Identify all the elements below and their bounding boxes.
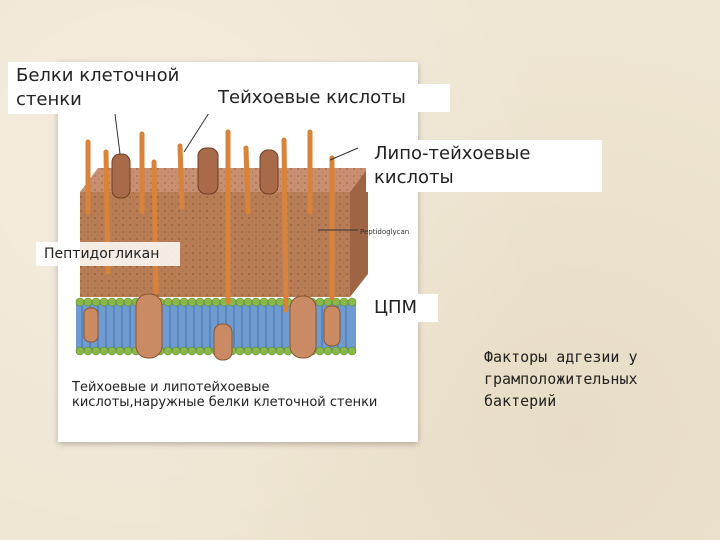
lipoteichoic-acids-label: Липо-тейхоевые кислоты bbox=[366, 140, 602, 192]
peptidoglycan-side bbox=[350, 168, 368, 297]
cpm-label: ЦПМ bbox=[366, 294, 438, 322]
figure-caption: Тейхоевые и липотейхоевые кислоты,наружн… bbox=[72, 380, 378, 410]
wall-proteins bbox=[111, 147, 279, 199]
teichoic-acids-label: Тейхоевые кислоты bbox=[210, 84, 450, 112]
peptidoglycan-en-label: Peptidoglycan bbox=[360, 228, 410, 236]
adhesion-factors-note: Факторы адгезии у грамположительных бакт… bbox=[484, 348, 638, 410]
cell-wall-figure bbox=[58, 62, 418, 442]
membrane-proteins bbox=[83, 293, 341, 361]
cell-wall-proteins-label: Белки клеточной стенки bbox=[8, 62, 213, 114]
peptidoglycan-label: Пептидогликан bbox=[36, 242, 180, 266]
